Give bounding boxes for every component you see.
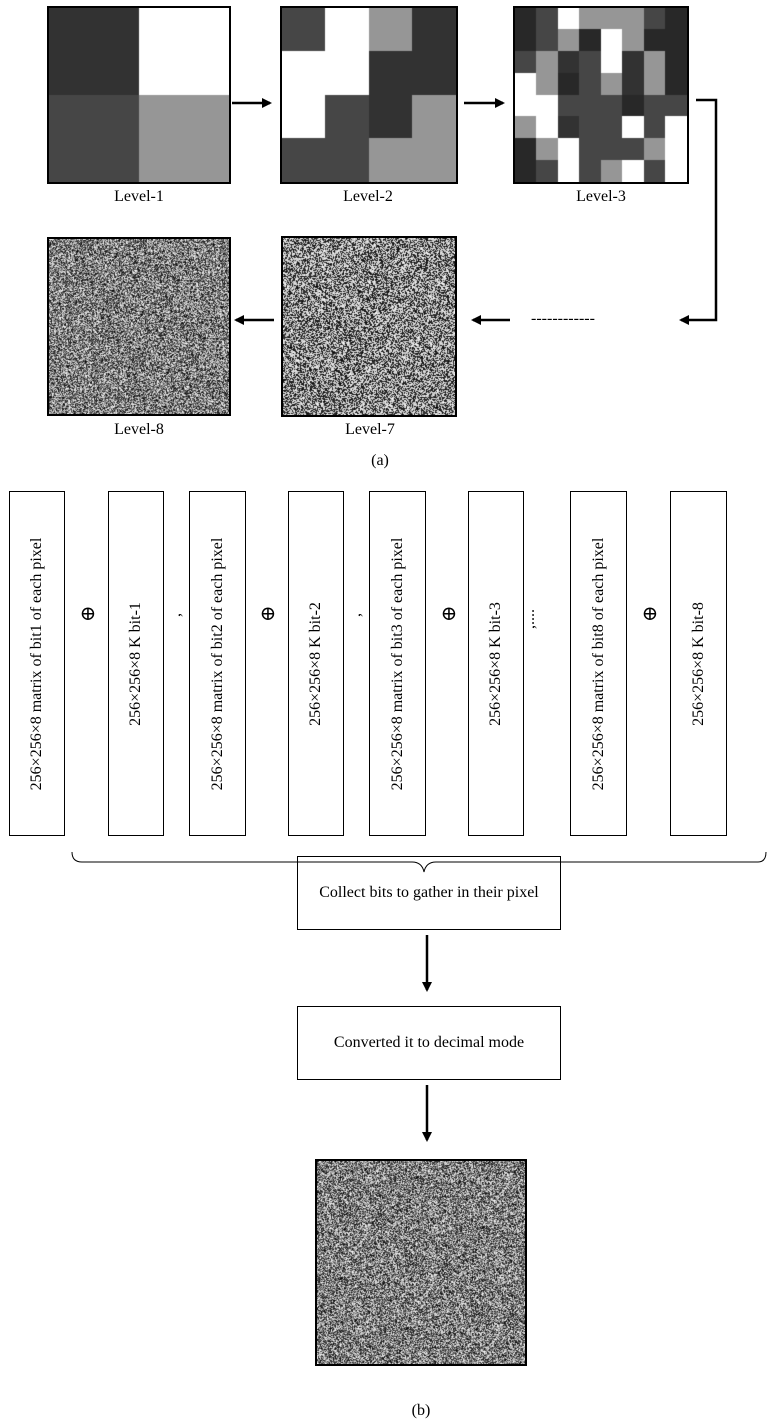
level-7-image <box>281 236 457 417</box>
caption-b: (b) <box>411 1402 431 1419</box>
level-1-image <box>47 6 231 184</box>
key-bit2-box: 256×256×8 K bit-2 <box>288 491 344 836</box>
encrypted-output-image <box>315 1159 527 1366</box>
level-3-image <box>513 6 689 184</box>
level-1-label: Level-1 <box>114 188 164 205</box>
xor-symbol: ⊕ <box>79 603 97 625</box>
level-7-label: Level-7 <box>345 421 395 438</box>
matrix-bit8-box: 256×256×8 matrix of bit8 of each pixel <box>570 491 627 836</box>
key-bit3-box: 256×256×8 K bit-3 <box>468 491 524 836</box>
xor-symbol: ⊕ <box>641 603 659 625</box>
matrix-bit2-box: 256×256×8 matrix of bit2 of each pixel <box>189 491 246 836</box>
collect-bits-box: Collect bits to gather in their pixel <box>297 856 561 930</box>
grouping-brace <box>71 851 767 873</box>
arrow-level3-to-dashes <box>679 98 718 325</box>
xor-symbol: ⊕ <box>259 603 277 625</box>
ellipsis-dashes: ------------ <box>531 310 595 327</box>
matrix-bit3-box: 256×256×8 matrix of bit3 of each pixel <box>369 491 426 836</box>
xor-symbol: ⊕ <box>440 603 458 625</box>
level-3-label: Level-3 <box>576 188 626 205</box>
level-2-label: Level-2 <box>343 188 393 205</box>
key-bit1-box: 256×256×8 K bit-1 <box>108 491 164 836</box>
convert-decimal-box: Converted it to decimal mode <box>297 1006 561 1080</box>
key-bit8-box: 256×256×8 K bit-8 <box>670 491 727 836</box>
matrix-bit1-box: 256×256×8 matrix of bit1 of each pixel <box>9 491 65 836</box>
caption-a: (a) <box>371 452 389 469</box>
level-8-image <box>47 237 231 416</box>
level-8-label: Level-8 <box>114 421 164 438</box>
level-2-image <box>280 6 458 184</box>
